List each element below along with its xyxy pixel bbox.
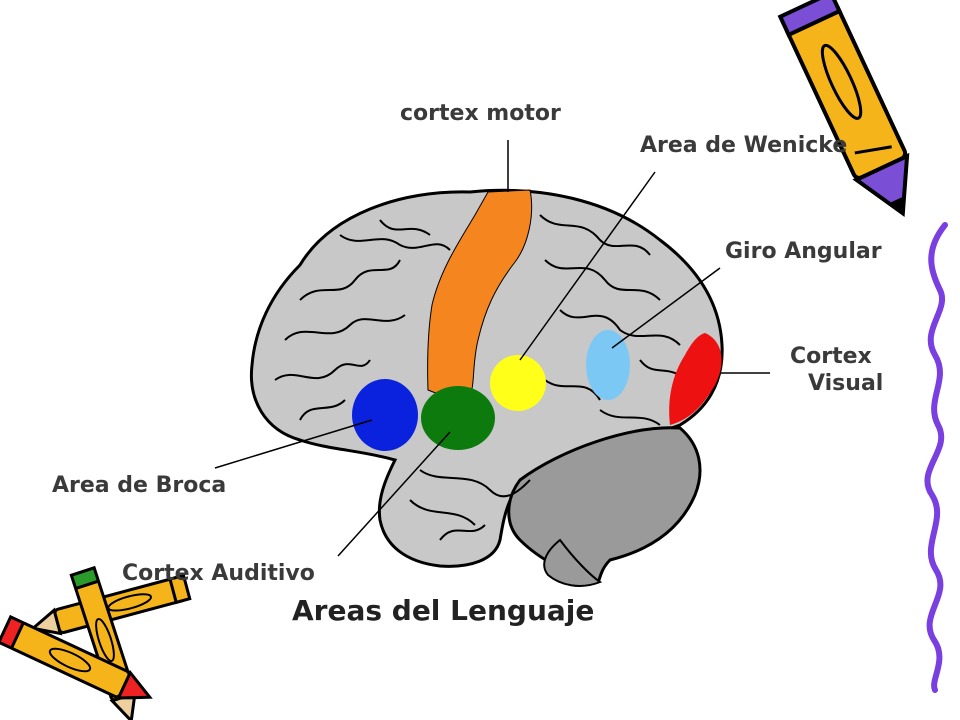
region-wernicke [490,355,546,411]
label-angular-gyrus: Giro Angular [725,239,882,264]
label-auditory-cortex: Cortex Auditivo [122,561,315,586]
decorative-wavy-line [924,222,948,693]
region-auditory-cortex [421,386,495,450]
pencil-group-bottom-left-icon [0,565,192,720]
region-angular-gyrus [586,330,630,400]
brain-folds [274,214,691,541]
label-broca: Area de Broca [52,473,226,498]
pencil-top-right-icon [777,0,910,217]
brain [249,188,724,587]
region-visual-cortex [669,333,722,425]
brain-stem [543,538,603,587]
label-visual-cortex-line2: Visual [808,371,883,396]
label-visual-cortex-line1: Cortex [790,344,872,369]
region-broca [352,379,418,451]
label-motor-cortex: cortex motor [400,101,561,126]
leader-lines [214,140,770,557]
label-wernicke: Area de Wenicke [640,133,847,158]
diagram-title: Areas del Lenguaje [292,594,594,627]
